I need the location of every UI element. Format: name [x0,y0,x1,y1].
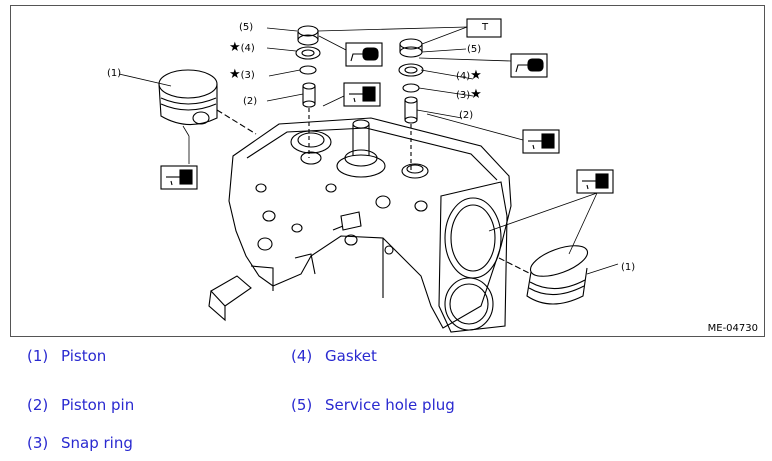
oil-symbol-left-pin [343,82,381,107]
callout-4-right: (4)★ [456,68,482,83]
legend-item-snap-ring: (3) Snap ring [27,434,133,452]
tool-label-box [466,18,502,38]
legend-number: (1) [27,347,49,365]
tool-label: T [481,22,489,33]
callout-3-right: (3)★ [456,87,482,102]
callout-2-left: (2) [243,96,258,107]
star-icon: ★ [229,40,241,55]
right-service-hole-stack [398,38,424,171]
grease-symbol-upper-right [510,53,548,78]
callout-5-right: (5) [467,44,482,55]
leader-lines [118,26,619,275]
left-piston [158,69,257,135]
legend-label: Piston pin [61,396,135,414]
legend-label: Snap ring [61,434,133,452]
star-icon: ★ [470,87,482,102]
engine-drawing [118,18,619,333]
legend-item-piston-pin: (2) Piston pin [27,396,134,414]
legend-label: Gasket [325,347,377,365]
left-service-hole-stack [295,25,321,158]
legend-label: Piston [61,347,107,365]
oil-symbol-right-pin [522,129,560,154]
cylinder-block [208,117,512,333]
callout-5-left: (5) [239,22,254,33]
star-icon: ★ [470,68,482,83]
legend-label: Service hole plug [325,396,455,414]
engine-diagram: (5) ★(4) ★(3) (2) (1) T (5) (4)★ (3)★ (2… [10,5,765,337]
legend-number: (5) [291,396,313,414]
right-piston [498,245,589,305]
legend-item-piston: (1) Piston [27,347,106,365]
legend-item-service-hole-plug: (5) Service hole plug [291,396,455,414]
oil-symbol-left-piston [160,165,198,190]
legend-item-gasket: (4) Gasket [291,347,377,365]
star-icon: ★ [229,67,241,82]
legend-number: (4) [291,347,313,365]
grease-symbol-upper-left [345,42,383,67]
legend-number: (2) [27,396,49,414]
callout-3-right-label: (3) [456,90,471,101]
callout-2-right: (2) [459,110,474,121]
callout-1-left: (1) [107,68,122,79]
callout-3-left: ★(3) [229,67,255,82]
legend-number: (3) [27,434,49,452]
callout-3-left-label: (3) [240,70,255,81]
callout-1-right: (1) [621,262,636,273]
callout-4-right-label: (4) [456,71,471,82]
callout-4-left: ★(4) [229,40,255,55]
oil-symbol-right-piston [576,169,614,194]
figure-reference: ME-04730 [707,323,758,334]
callout-4-left-label: (4) [240,43,255,54]
